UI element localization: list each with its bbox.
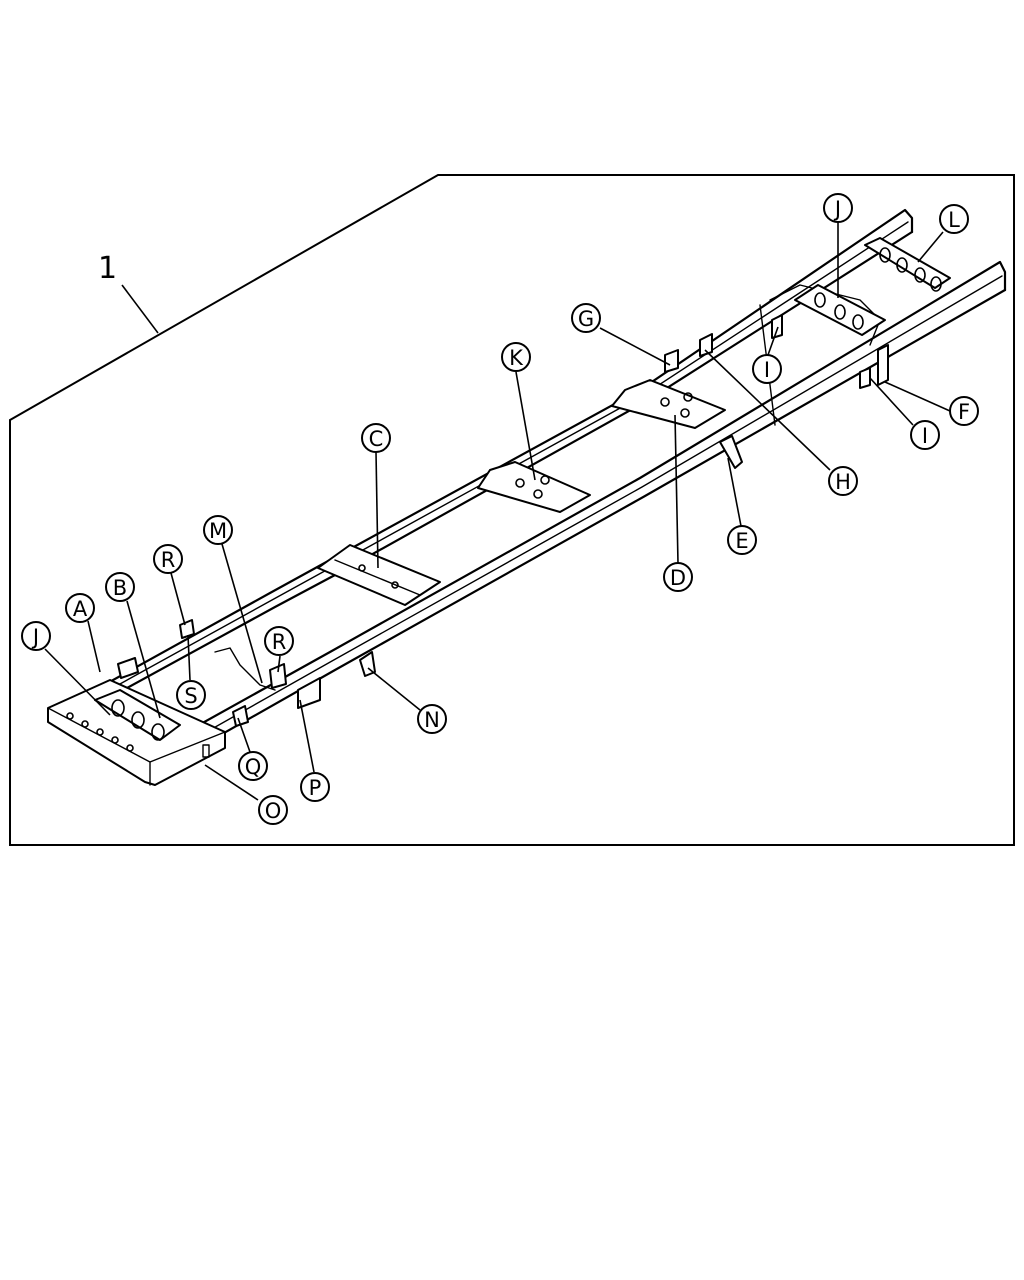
callout-label-j-rear: J [833,197,841,221]
callout-I-upper: I [752,354,782,384]
callout-F: F [949,396,979,426]
callout-M: M [203,515,233,545]
callout-label-r-lower: R [272,630,287,654]
callout-I-lower: I [910,420,940,450]
callout-label-j-front: J [31,625,39,649]
callout-J-front: J [21,621,51,651]
callout-label-a: A [73,597,88,621]
callout-label-d: D [670,566,686,590]
callout-label-r-upper: R [161,548,176,572]
callout-label-g: G [578,307,594,331]
callout-O: O [258,795,288,825]
callout-E: E [727,525,757,555]
callout-K: K [501,342,531,372]
callout-label-p: P [309,776,322,800]
callout-label-s: S [184,684,197,708]
callout-label-i-upper: I [764,358,770,382]
truck-frame [47,208,1007,786]
callout-G: G [571,303,601,333]
callout-D: D [663,562,693,592]
callout-label-q: Q [245,755,262,779]
callout-C: C [361,423,391,453]
callout-label-c: C [369,427,384,451]
callout-label-n: N [424,708,440,732]
callout-label-f: F [958,400,970,424]
callout-label-k: K [509,346,524,370]
callout-H: H [828,466,858,496]
callout-R-lower: R [264,626,294,656]
callout-label-l: L [948,208,960,232]
callout-J-rear: J [823,193,853,223]
callout-label-i-lower: I [922,424,928,448]
callout-label-h: H [835,470,851,494]
callout-S: S [176,680,206,710]
leader-lines [44,222,951,801]
callout-label-o: O [265,799,282,823]
callout-N: N [417,704,447,734]
assembly-number-leader [121,284,159,334]
callout-B: B [105,572,135,602]
callout-P: P [300,772,330,802]
callout-Q: Q [238,751,268,781]
assembly-number: 1 [98,251,117,286]
callout-R-upper: R [153,544,183,574]
callout-label-e: E [735,529,748,553]
callout-A: A [65,593,95,623]
diagram-border [9,174,1015,846]
callout-L: L [939,204,969,234]
callout-label-m: M [209,519,227,543]
callout-label-b: B [113,576,127,600]
